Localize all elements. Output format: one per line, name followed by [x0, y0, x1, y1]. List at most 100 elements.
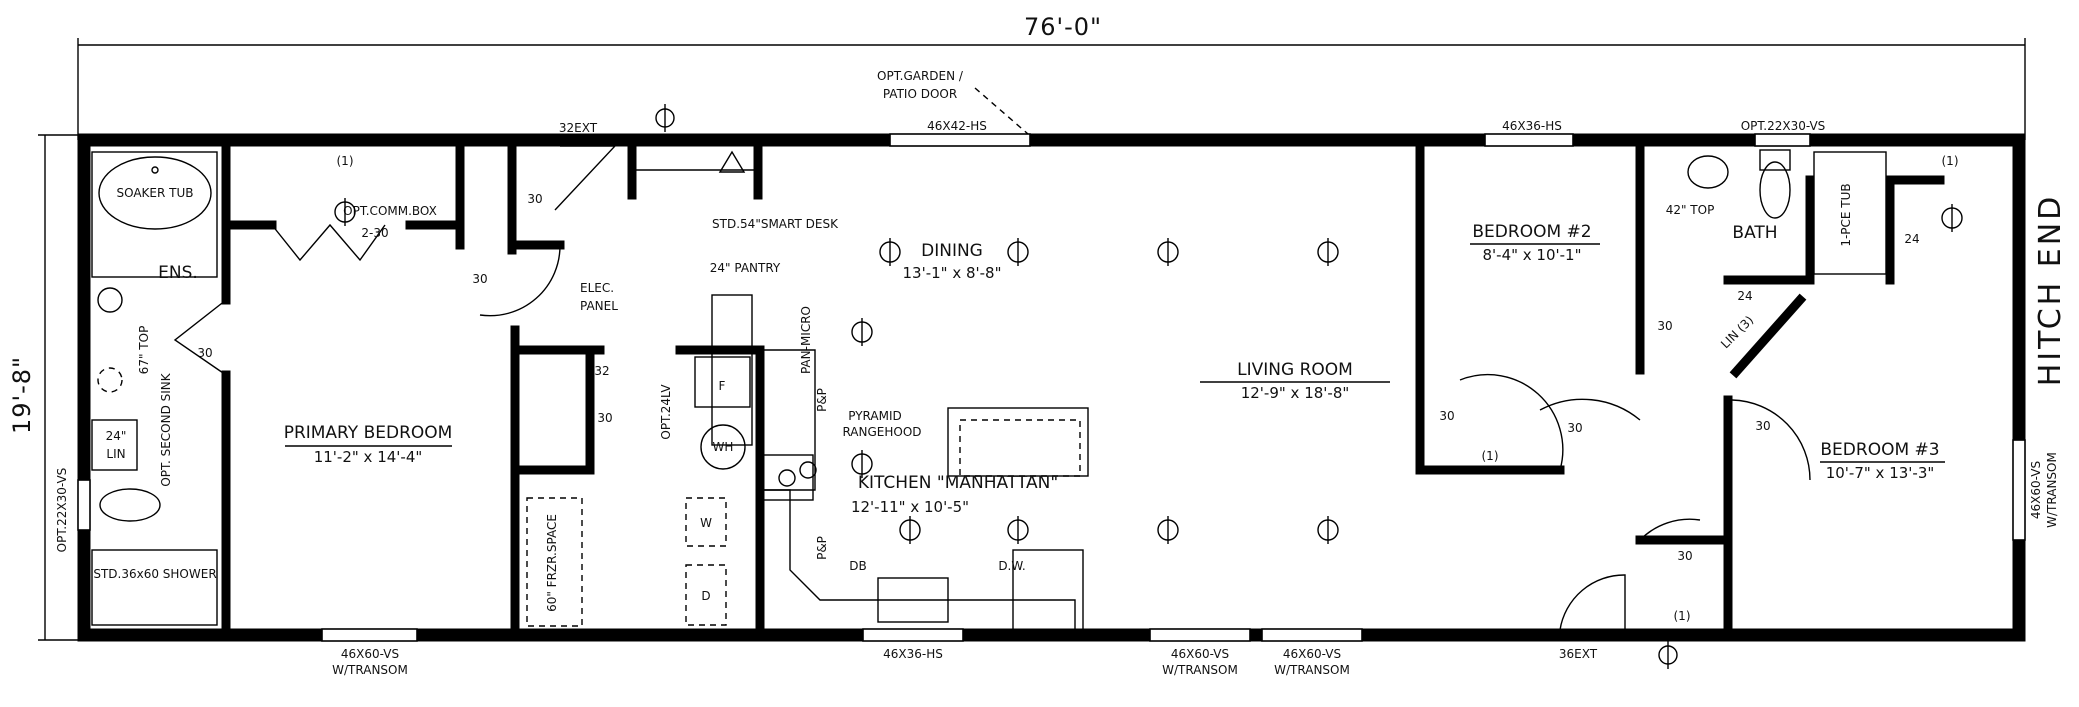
bath-door-size: 24	[1904, 232, 1919, 246]
bed2-shelf: (1)	[1482, 449, 1499, 463]
ens-window-label: OPT.22X30-VS	[55, 468, 69, 553]
ensuite-fixtures	[91, 151, 218, 626]
entry-door	[554, 145, 617, 211]
linen-label: LIN	[106, 447, 125, 461]
bed3-window-transom: W/TRANSOM	[2045, 452, 2059, 528]
garden-door-label-2: PATIO DOOR	[883, 87, 957, 101]
linen-3-label: LIN (3)	[1718, 313, 1756, 351]
primary-window-transom: W/TRANSOM	[332, 663, 408, 677]
bedroom2-dim: 8'-4" x 10'-1"	[1482, 246, 1581, 264]
dryer	[685, 564, 727, 626]
pyramid-label-1: PYRAMID	[848, 409, 902, 423]
pan-micro-label: PAN-MICRO	[799, 306, 813, 374]
water-heater-label: WH	[713, 440, 734, 454]
hitch-end-label: HITCH END	[2033, 194, 2068, 387]
elec-panel-label-2: PANEL	[580, 299, 618, 313]
primary-door-size: 30	[472, 272, 487, 286]
bifold-door-size: 2-30	[361, 226, 388, 240]
kitchen-window-label: 46X36-HS	[883, 647, 943, 661]
dryer-label: D	[701, 589, 710, 603]
bath-hall-door-size: 30	[1657, 319, 1672, 333]
water-heater	[700, 424, 746, 470]
elec-panel-label-1: ELEC.	[580, 281, 614, 295]
bath-name: BATH	[1732, 223, 1777, 243]
primary-door-swing	[479, 244, 561, 317]
kitchen-island	[947, 407, 1089, 477]
db-label: DB	[849, 559, 866, 573]
freezer-label: 60" FRZR.SPACE	[545, 514, 559, 612]
sink	[877, 577, 949, 623]
overall-width: 19'-8"	[8, 356, 36, 434]
top-67-label: 67" TOP	[137, 326, 151, 375]
pp-label-2: P&P	[815, 536, 829, 560]
pantry-label: 24" PANTRY	[710, 261, 781, 275]
living-window1-label: 46X60-VS	[1171, 647, 1229, 661]
second-sink-label: OPT. SECOND SINK	[159, 372, 173, 486]
ensuite-name: ENS.	[158, 263, 198, 283]
living-window1-transom: W/TRANSOM	[1162, 663, 1238, 677]
bed3-closet-size: 30	[1677, 549, 1692, 563]
ext-door-32-label: 32EXT	[559, 121, 598, 135]
linen-size-label: 24"	[106, 429, 127, 443]
overall-width-dimension: 19'-8"	[8, 134, 80, 641]
freezer-space	[526, 497, 583, 627]
ext-door-36	[1559, 574, 1626, 631]
primary-bedroom-dim: 11'-2" x 14'-4"	[314, 448, 423, 466]
pyramid-label-2: RANGEHOOD	[842, 425, 921, 439]
ext-door-36-label: 36EXT	[1559, 647, 1598, 661]
pp-label-1: P&P	[815, 388, 829, 412]
living-room-dim: 12'-9" x 18'-8"	[1241, 384, 1350, 402]
fridge	[694, 356, 751, 408]
opt-24lv-label: OPT.24LV	[659, 384, 673, 440]
pantry-cabinet	[711, 294, 753, 446]
soaker-tub-label: SOAKER TUB	[116, 186, 193, 200]
overall-length-dimension: 76'-0"	[77, 13, 2026, 140]
bed3-shelf: (1)	[1674, 609, 1691, 623]
bed2-door	[1539, 398, 1641, 421]
primary-bedroom-name: PRIMARY BEDROOM	[284, 423, 453, 443]
interior-walls	[221, 141, 1945, 635]
kitchen-dim: 12'-11" x 10'-5"	[851, 498, 969, 516]
bed2-door-size: 30	[1567, 421, 1582, 435]
bedroom3-dim: 10'-7" x 13'-3"	[1826, 464, 1935, 482]
bed3-closet-door	[1639, 518, 1701, 541]
top-42-label: 42" TOP	[1666, 203, 1715, 217]
bedroom2-name: BEDROOM #2	[1472, 222, 1591, 242]
windows	[77, 133, 2026, 642]
bath-tub	[1813, 151, 1887, 275]
bedroom3-name: BEDROOM #3	[1820, 440, 1939, 460]
exterior-wall	[77, 133, 2026, 642]
washer-label: W	[700, 516, 712, 530]
primary-window-label: 46X60-VS	[341, 647, 399, 661]
bed3-door	[1731, 399, 1811, 481]
living-room-name: LIVING ROOM	[1237, 360, 1353, 380]
overall-length: 76'-0"	[1024, 13, 1102, 41]
bath-window-label: OPT.22X30-VS	[1741, 119, 1826, 133]
dining-window-label: 46X42-HS	[927, 119, 987, 133]
bed2-closet-door	[1459, 373, 1564, 471]
tub-label: 1-PCE TUB	[1839, 183, 1853, 246]
ensuite-door	[173, 299, 227, 376]
bed2-window-label: 46X36-HS	[1502, 119, 1562, 133]
hall-door-30: 30	[597, 411, 612, 425]
ceiling-lights	[334, 104, 1963, 669]
shower-label: STD.36x60 SHOWER	[93, 567, 216, 581]
linen-door-size: 24	[1737, 289, 1752, 303]
comm-box-label: OPT.COMM.BOX	[343, 204, 437, 218]
bath-toilet	[1759, 161, 1791, 219]
entry-door-size: 30	[527, 192, 542, 206]
primary-closet-shelf: (1)	[337, 154, 354, 168]
bed3-door-size: 30	[1755, 419, 1770, 433]
bath-closet-shelf: (1)	[1942, 154, 1959, 168]
dining-dim: 13'-1" x 8'-8"	[902, 264, 1001, 282]
smart-desk-label: STD.54"SMART DESK	[712, 217, 839, 231]
dining-name: DINING	[921, 241, 983, 261]
living-window2-transom: W/TRANSOM	[1274, 663, 1350, 677]
ensuite-door-size: 30	[197, 346, 212, 360]
dw-label: D.W.	[998, 559, 1025, 573]
closet-bifold-door	[271, 223, 386, 262]
bath-sink	[1687, 155, 1729, 189]
garden-door-label-1: OPT.GARDEN /	[877, 69, 964, 83]
range	[762, 454, 814, 501]
